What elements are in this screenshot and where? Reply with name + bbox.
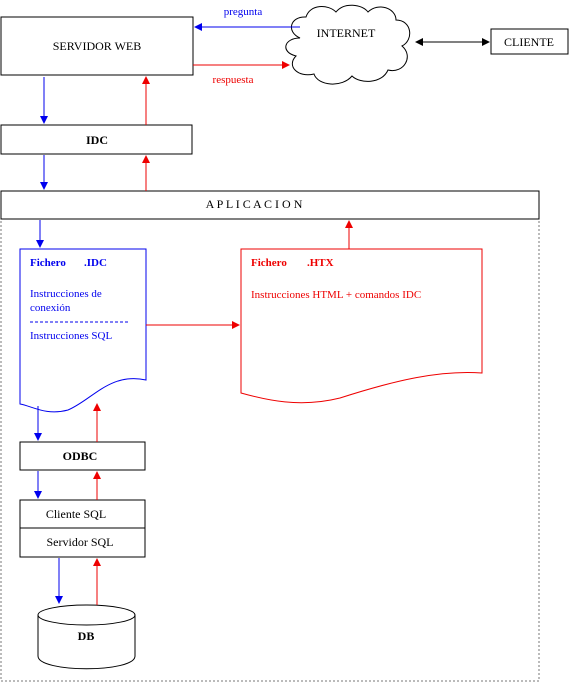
aplicacion-label: A P L I C A C I O N (206, 197, 303, 211)
odbc-box: ODBC (19, 441, 146, 471)
htx-file-line-html: Instrucciones HTML + comandos IDC (251, 289, 421, 301)
htx-file-ext: .HTX (307, 257, 334, 269)
cliente-box: CLIENTE (490, 28, 569, 55)
servidor-web-label: SERVIDOR WEB (53, 39, 142, 53)
internet-cloud: INTERNET (285, 4, 411, 85)
sql-stack: Cliente SQL Servidor SQL (19, 499, 146, 558)
aplicacion-box: A P L I C A C I O N (0, 190, 540, 220)
htx-file-document: Fichero .HTX Instrucciones HTML + comand… (240, 248, 483, 404)
db-label: DB (78, 629, 95, 643)
internet-label: INTERNET (317, 26, 376, 40)
idc-file-line-connection: Instrucciones de (30, 288, 102, 300)
htx-file-title: Fichero (251, 257, 287, 269)
idc-label: IDC (86, 133, 108, 147)
cliente-label: CLIENTE (504, 35, 554, 49)
servidor-sql-label: Servidor SQL (47, 535, 114, 549)
cliente-sql-box (19, 499, 146, 529)
idc-file-line-sql: Instrucciones SQL (30, 330, 112, 342)
idc-file-ext: .IDC (84, 257, 107, 269)
idc-file-title: Fichero (30, 257, 66, 269)
servidor-sql-box (19, 527, 146, 558)
db-cylinder: DB (37, 604, 136, 670)
pregunta-label: pregunta (224, 6, 263, 18)
respuesta-label: respuesta (213, 74, 254, 86)
servidor-web-box: SERVIDOR WEB (0, 16, 194, 76)
idc-file-document: Fichero .IDC Instrucciones de conexión I… (19, 248, 147, 413)
idc-file-line-connection-2: conexión (30, 302, 71, 314)
odbc-label: ODBC (63, 449, 98, 463)
cliente-sql-label: Cliente SQL (46, 507, 106, 521)
idc-box: IDC (0, 124, 193, 155)
